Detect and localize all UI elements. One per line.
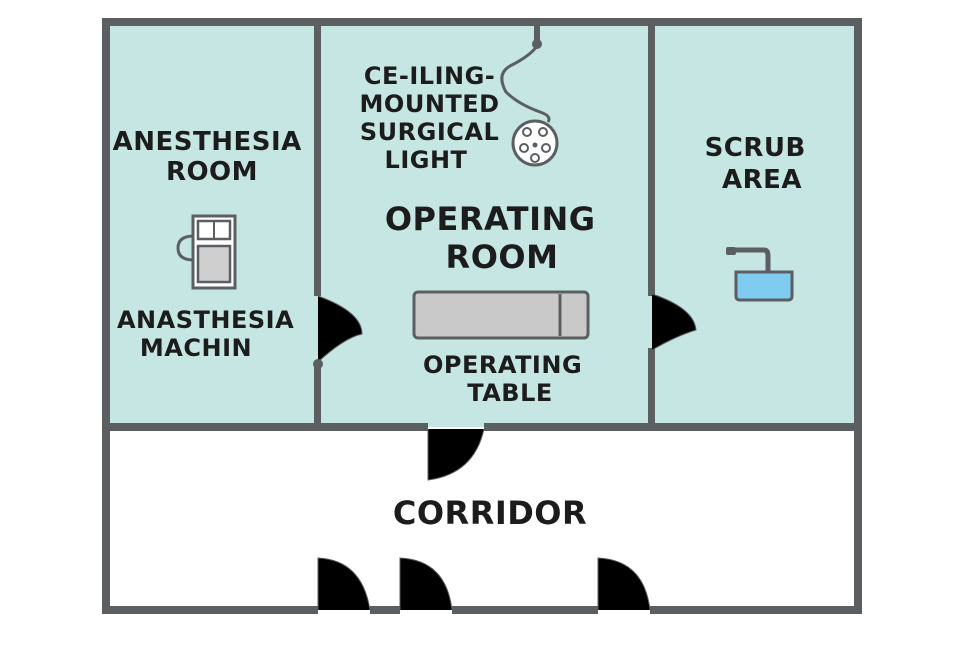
door-corridor-exit-2 bbox=[399, 557, 453, 611]
door-corridor-exit-1 bbox=[317, 557, 371, 611]
door-operating-corridor bbox=[427, 428, 485, 481]
operating-table-icon bbox=[412, 290, 590, 340]
operating-room-area bbox=[318, 22, 652, 427]
anesthesia-machine-label: ANASTHESIA MACHIN bbox=[117, 306, 303, 362]
corridor-area bbox=[106, 427, 858, 611]
doors bbox=[313, 293, 697, 611]
ceiling-light-label: CE-ILING- MOUNTED SURGICAL LIGHT bbox=[360, 62, 509, 174]
surgical-light-icon bbox=[500, 26, 559, 167]
scrub-area-area bbox=[652, 22, 858, 427]
door-corridor-exit-3 bbox=[597, 557, 651, 611]
operating-table-label: OPERATING TABLE bbox=[423, 351, 591, 407]
corridor-label: CORRIDOR bbox=[393, 494, 587, 532]
anesthesia-room-label: ANESTHESIA ROOM bbox=[113, 127, 312, 187]
door-hinge bbox=[313, 359, 323, 369]
door-anesthesia-operating bbox=[317, 295, 363, 363]
sink-icon bbox=[726, 247, 794, 302]
walls bbox=[102, 18, 862, 614]
operating-room-label: OPERATING ROOM bbox=[385, 200, 607, 276]
door-operating-scrub bbox=[651, 293, 697, 351]
anesthesia-machine-icon bbox=[176, 214, 237, 290]
scrub-area-label: SCRUB AREA bbox=[705, 133, 816, 195]
